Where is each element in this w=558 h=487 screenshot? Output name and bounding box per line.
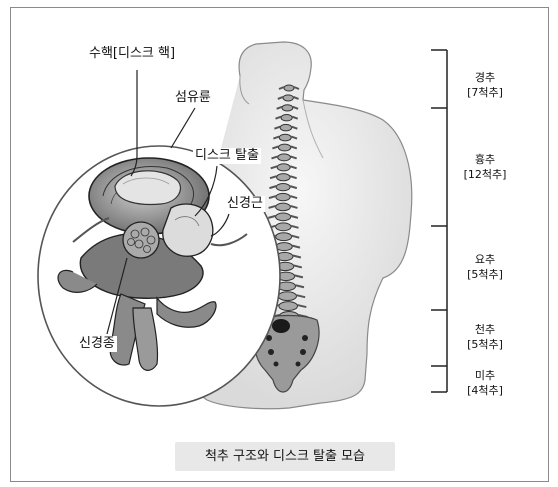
vertebra	[278, 154, 291, 161]
region-name: 요추	[463, 252, 507, 267]
vertebra	[283, 95, 293, 101]
region-count: [12척추]	[463, 167, 507, 182]
vertebra	[279, 302, 298, 311]
vertebra	[278, 144, 290, 151]
vertebra	[277, 174, 291, 181]
vertebra	[282, 105, 293, 111]
label-annulus: 섬유륜	[175, 90, 211, 106]
region-count: [4척추]	[463, 383, 507, 398]
region-lumbar: 요추 [5척추]	[463, 252, 507, 282]
vertebra	[276, 183, 290, 190]
vertebra	[276, 243, 292, 251]
vertebra	[276, 233, 292, 241]
disc-inset	[38, 146, 280, 406]
region-sacral: 천추 [5척추]	[463, 322, 507, 352]
region-count: [7척추]	[463, 85, 507, 100]
vertebra	[276, 193, 290, 200]
region-coccygeal: 미추 [4척추]	[463, 368, 507, 398]
region-thoracic: 흉추 [12척추]	[463, 152, 507, 182]
region-count: [5척추]	[463, 337, 507, 352]
region-name: 미추	[463, 368, 507, 383]
vertebra	[279, 134, 291, 141]
label-nerve-root: 신경근	[225, 196, 265, 212]
label-nucleus: 수핵[디스크 핵]	[89, 46, 175, 62]
vertebra	[277, 164, 290, 171]
spine-region-bracket	[431, 50, 447, 392]
label-herniation: 디스크 탈출	[193, 148, 261, 164]
figure-frame: 수핵[디스크 핵] 섬유륜 디스크 탈출 신경근 신경종 경추 [7척추] 흉추…	[10, 7, 549, 482]
vertebra	[280, 124, 292, 131]
figure-caption: 척추 구조와 디스크 탈출 모습	[175, 442, 395, 471]
region-name: 흉추	[463, 152, 507, 167]
vertebra	[281, 115, 292, 121]
region-name: 천추	[463, 322, 507, 337]
label-nerve-tumor: 신경종	[77, 336, 117, 352]
region-cervical: 경추 [7척추]	[463, 70, 507, 100]
vertebra	[278, 292, 296, 301]
vertebra	[284, 85, 294, 91]
vertebra	[276, 223, 291, 231]
region-count: [5척추]	[463, 267, 507, 282]
vertebra	[276, 213, 291, 221]
vertebra	[276, 203, 291, 211]
region-name: 경추	[463, 70, 507, 85]
